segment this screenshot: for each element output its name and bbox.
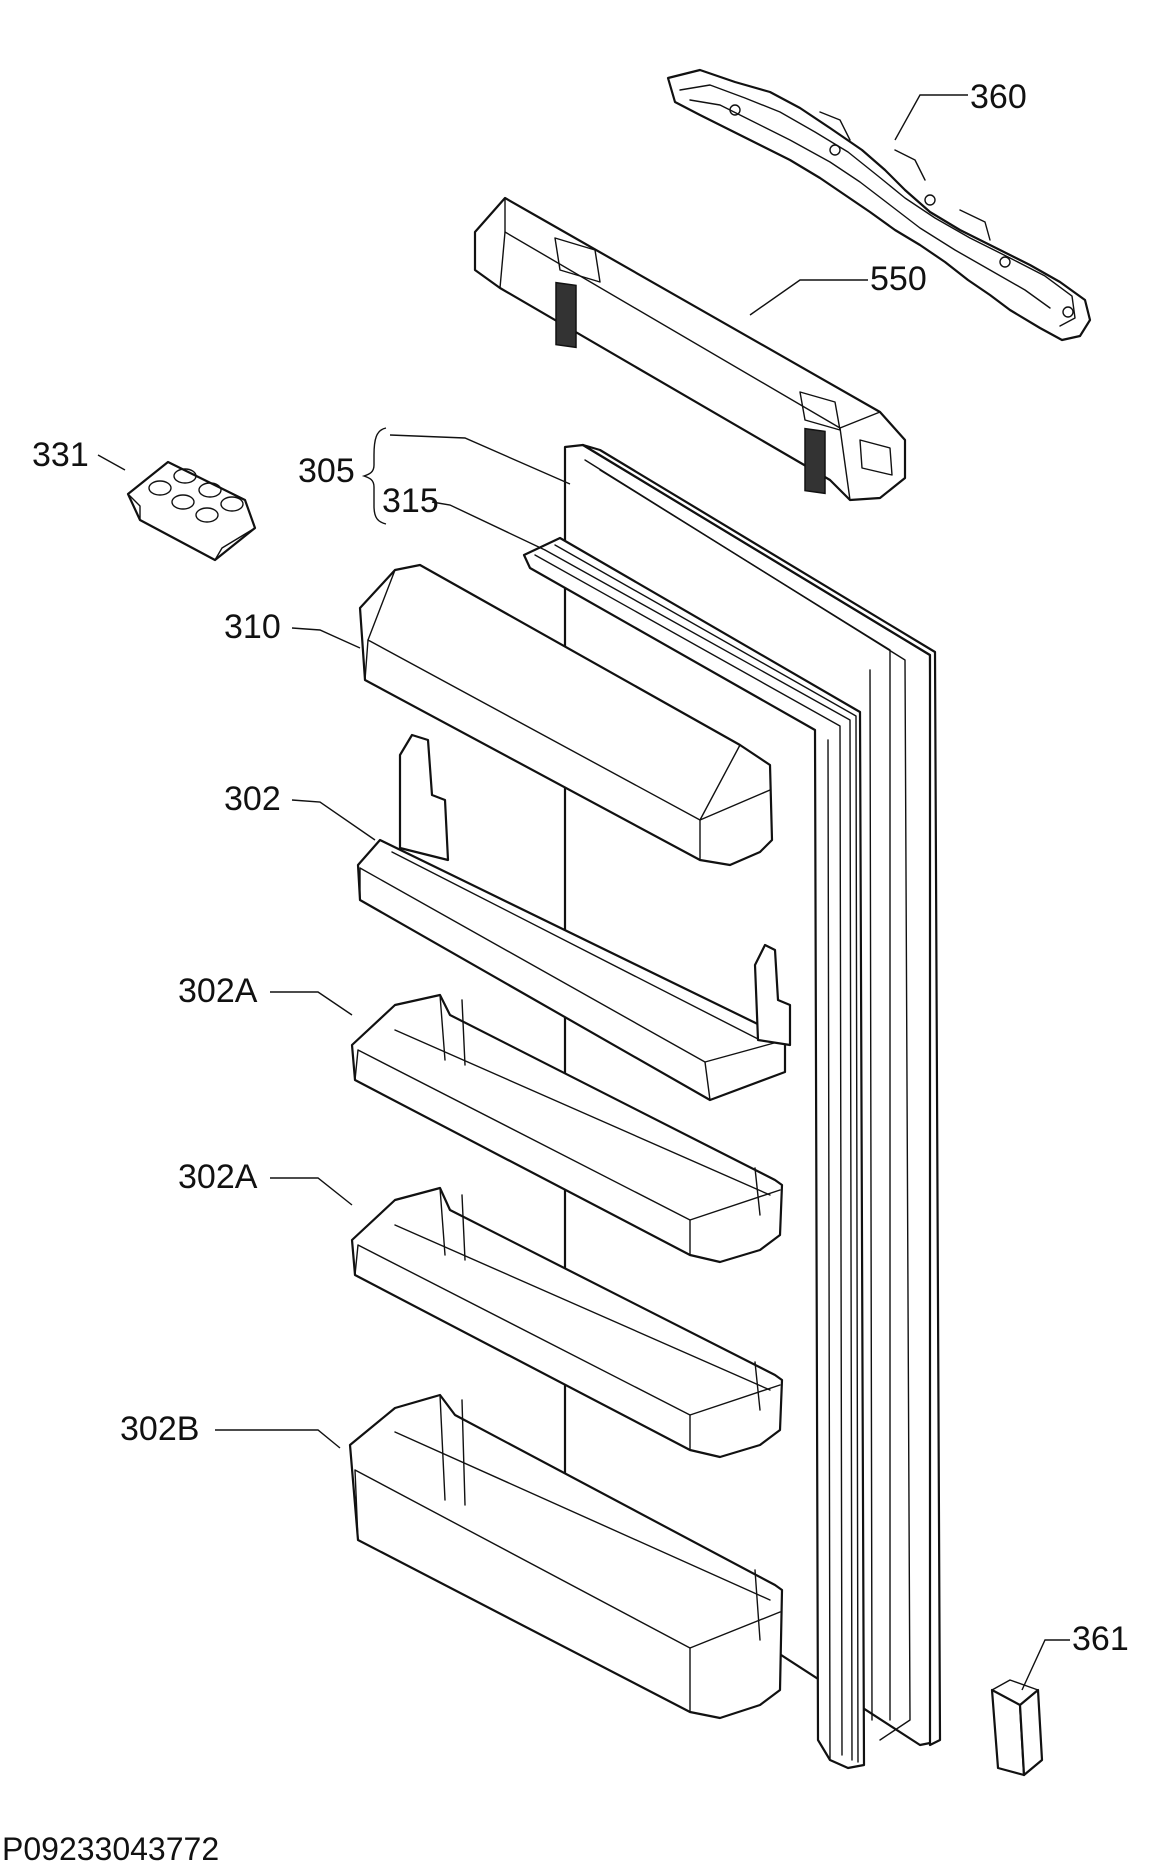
callout-310: 310 [224,608,281,646]
door-gasket-part-315 [522,536,866,1770]
door-shelf-part-302 [356,733,792,1102]
callout-labels: 360 550 331 305 315 310 302 302A 302A 30… [32,78,1129,1658]
top-trim-part-550 [473,196,907,502]
callout-360: 360 [970,78,1027,116]
egg-tray-part-331 [126,460,257,562]
label-brace [361,427,387,525]
door-shelf-part-302A-upper [350,993,784,1264]
hinge-cover-part-361 [990,1679,1044,1777]
callout-302B: 302B [120,1410,199,1448]
callout-315: 315 [382,482,439,520]
door-shelf-part-302A-lower [350,1186,784,1459]
dairy-lid-part-310 [358,563,774,867]
leader-lines [97,94,1070,1691]
hinge-bracket-part-360 [666,68,1092,342]
callout-302A-upper: 302A [178,972,258,1010]
callout-302A-lower: 302A [178,1158,258,1196]
callout-361: 361 [1072,1620,1129,1658]
document-id: P09233043772 [2,1831,219,1867]
callout-550: 550 [870,260,927,298]
callout-331: 331 [32,436,89,474]
bottle-shelf-part-302B [348,1393,784,1720]
callout-302: 302 [224,780,281,818]
callout-305: 305 [298,452,355,490]
